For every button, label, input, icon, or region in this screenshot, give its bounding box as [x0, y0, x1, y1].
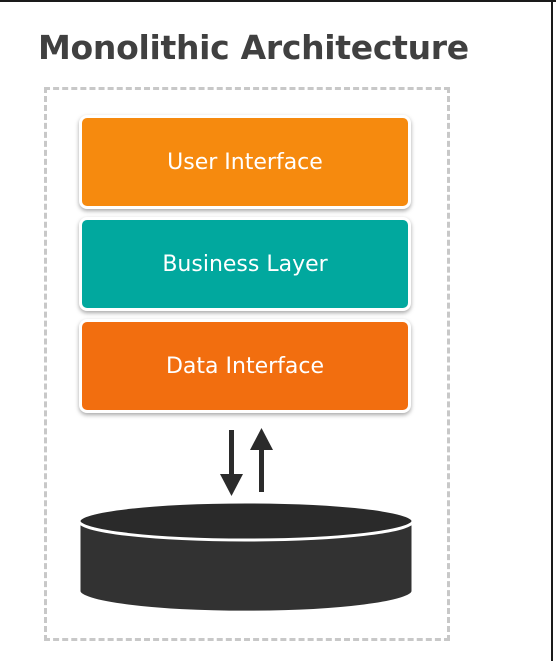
database-cylinder-icon [77, 500, 415, 614]
right-border-line [551, 0, 553, 661]
data-interface-label: Data Interface [165, 353, 325, 379]
data-interface-layer: Data Interface [79, 319, 411, 413]
database-body [77, 521, 415, 614]
monolith-boundary [44, 87, 450, 641]
user-interface-layer: User Interface [79, 115, 411, 209]
arrow-up-icon [250, 428, 273, 492]
database-top [77, 500, 415, 542]
top-border-line [0, 0, 556, 2]
user-interface-label: User Interface [167, 149, 323, 175]
business-layer: Business Layer [79, 217, 411, 311]
diagram-title: Monolithic Architecture [38, 28, 469, 67]
data-flow-arrows [220, 428, 273, 496]
arrow-down-icon [220, 430, 243, 496]
business-layer-label: Business Layer [162, 251, 328, 277]
